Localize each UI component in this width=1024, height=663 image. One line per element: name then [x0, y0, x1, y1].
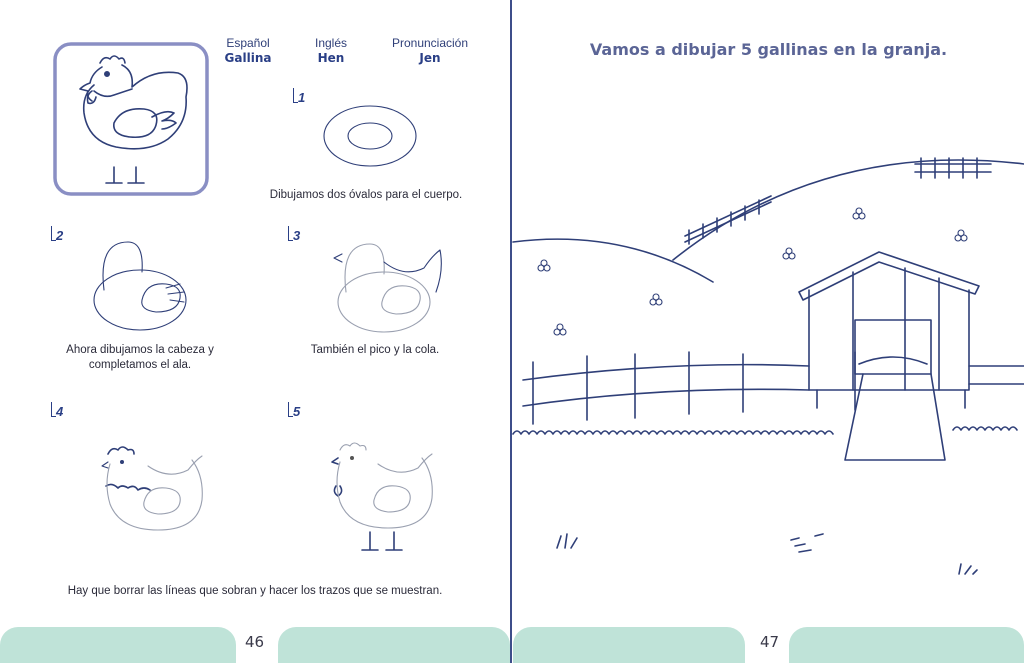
step-1-drawing — [323, 105, 417, 167]
book-spine — [510, 0, 512, 663]
page-title: Vamos a dibujar 5 gallinas en la granja. — [589, 40, 948, 59]
step-1-number: 1 — [292, 88, 306, 105]
page-number-left: 46 — [245, 633, 265, 651]
step-1-caption: Dibujamos dos óvalos para el cuerpo. — [269, 189, 463, 201]
step-5-number: 5 — [287, 402, 301, 419]
header-label-english: Inglés — [314, 36, 348, 50]
step-2-number: 2 — [50, 226, 64, 243]
step-2-caption: Ahora dibujamos la cabeza y completamos … — [66, 344, 214, 371]
decorative-band-right-b — [789, 627, 1024, 663]
header-label-spanish: Español — [226, 36, 270, 50]
footer-note: Hay que borrar las líneas que sobran y h… — [67, 585, 443, 597]
step-4-number: 4 — [50, 402, 64, 419]
decorative-band-left-b — [278, 627, 510, 663]
reference-hen-frame — [53, 42, 209, 196]
decorative-band-right-a — [513, 627, 745, 663]
step-3-caption: También el pico y la cola. — [310, 344, 440, 356]
header-value-spanish: Gallina — [224, 51, 272, 65]
decorative-band-left-a — [0, 627, 236, 663]
header-value-pronunciation: Jen — [419, 51, 441, 65]
step-5-drawing — [331, 442, 433, 551]
step-3-number: 3 — [287, 226, 301, 243]
left-page: Español Gallina Inglés Hen Pronunciación… — [0, 0, 510, 663]
step-2-drawing — [93, 241, 187, 331]
header-value-english: Hen — [317, 51, 345, 65]
step-4-drawing — [101, 446, 203, 531]
farm-scene-illustration — [512, 157, 1024, 575]
hen-icon — [79, 55, 188, 184]
page-number-right: 47 — [760, 633, 780, 651]
step-3-drawing — [333, 243, 442, 333]
right-page: Vamos a dibujar 5 gallinas en la granja. — [512, 0, 1024, 663]
header-label-pronunciation: Pronunciación — [391, 36, 469, 50]
